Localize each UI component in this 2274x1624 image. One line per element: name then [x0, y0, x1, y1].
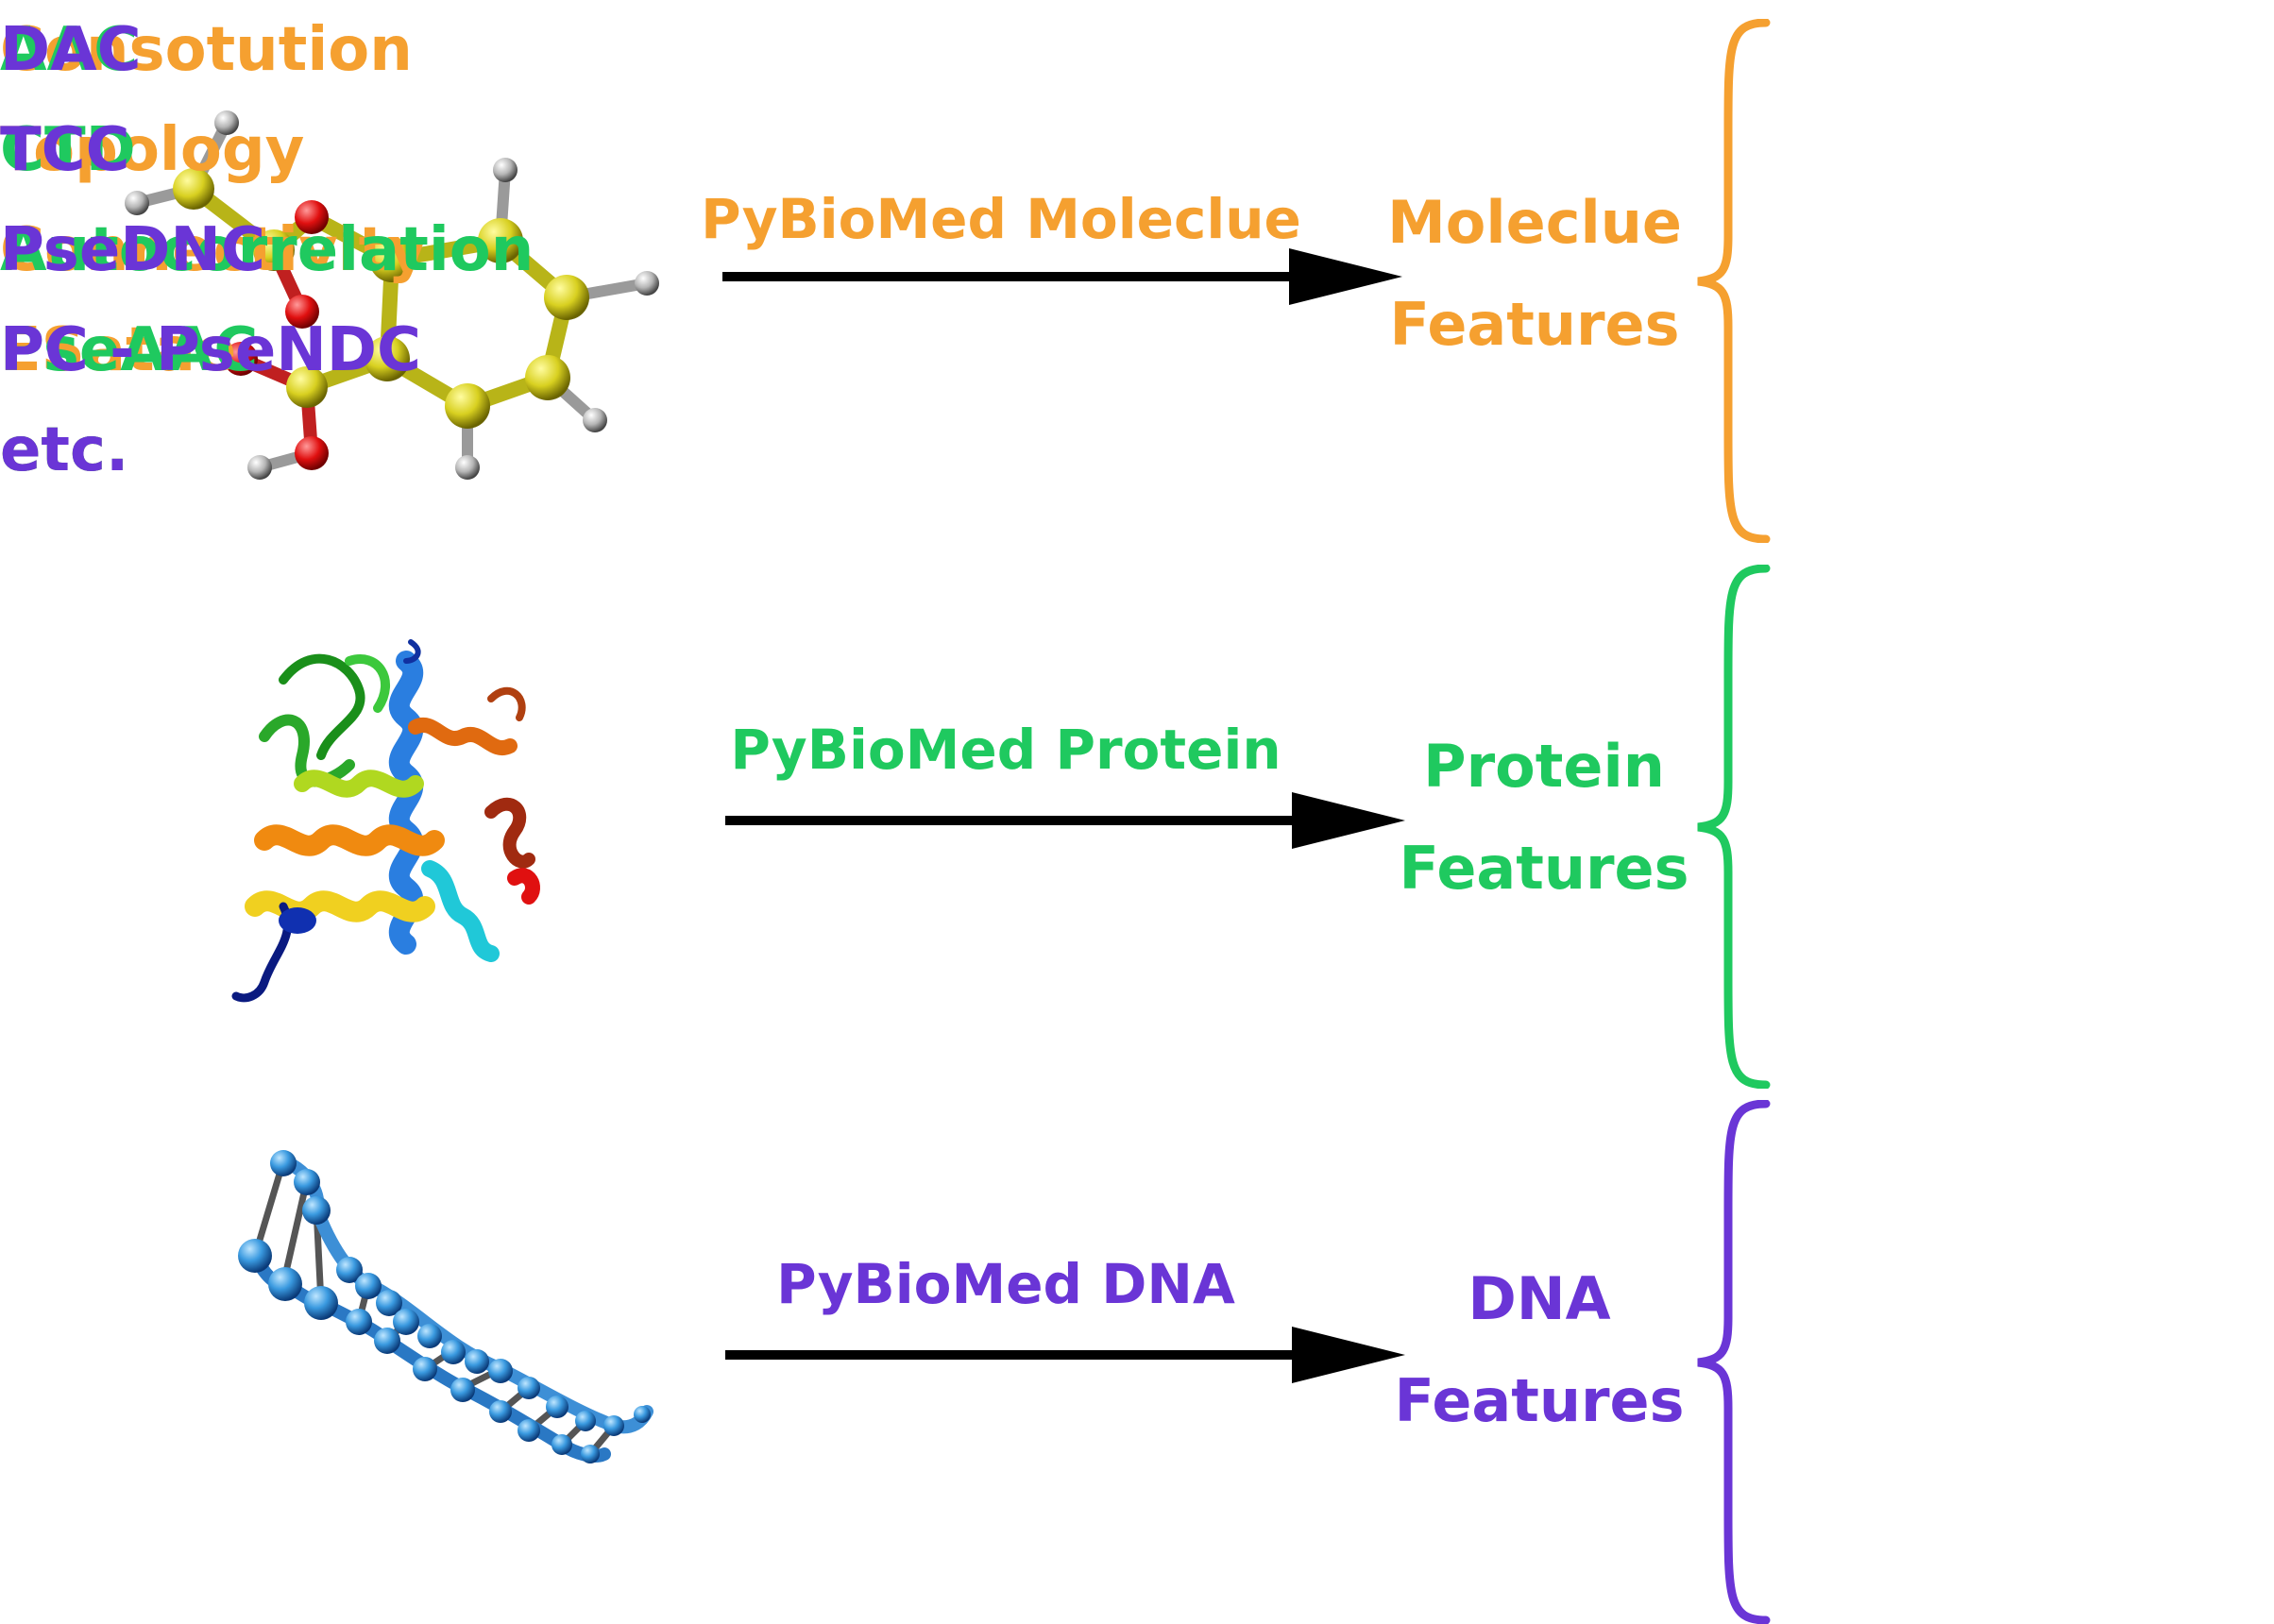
protein-feature-item: PseAAC — [0, 315, 259, 385]
dna-feature-list: DAC TCC PseDNC PC - PseNDC etc. — [0, 0, 421, 500]
molecule-3d-image — [125, 110, 659, 480]
dna-3d-image — [238, 1150, 653, 1463]
protein-feature-item: Autocorrelation — [0, 215, 535, 285]
dna-arrow-label: PyBioMed DNA — [776, 1252, 1235, 1316]
dna-feature-item: TCC — [0, 115, 130, 185]
dna-feature-item: PseDNC — [0, 215, 265, 285]
dna-features-title: DNA Features — [1394, 1248, 1684, 1452]
dna-row: PyBioMed DNA DNA Features — [0, 1086, 2274, 1624]
protein-arrow-label: PyBioMed Protein — [730, 718, 1281, 782]
protein-feature-item: AAC — [0, 15, 139, 85]
molecule-title-line2: Features — [1389, 290, 1680, 359]
protein-row: PyBioMed Protein Protein Features — [0, 548, 2274, 1089]
protein-title-line1: Protein — [1423, 732, 1665, 801]
molecule-feature-item: Topology — [0, 115, 305, 185]
molecule-feature-item: ESatae — [0, 315, 237, 385]
protein-features-title: Protein Features — [1399, 716, 1689, 920]
protein-feature-item: CTD — [0, 115, 136, 185]
protein-brace — [1697, 565, 1771, 1089]
molecule-arrow-label: PyBioMed Moleclue — [701, 187, 1301, 251]
molecule-row: PyBioMed Moleclue Moleclue Features — [0, 0, 2274, 548]
dna-feature-item: etc. — [0, 415, 129, 485]
molecule-title-line1: Moleclue — [1387, 188, 1682, 257]
molecule-feature-item: Consotution — [0, 15, 413, 85]
dna-arrow — [725, 1327, 1405, 1383]
dna-feature-item: DAC — [0, 15, 142, 85]
protein-title-line2: Features — [1399, 834, 1689, 903]
dna-title-line2: Features — [1394, 1366, 1685, 1435]
dna-feature-item: PC - PseNDC — [0, 315, 421, 385]
molecule-feature-list: Consotution Topology Connectivity ESatae… — [0, 0, 427, 500]
protein-feature-item: etc. — [0, 415, 129, 485]
dna-brace — [1697, 1100, 1771, 1624]
protein-3d-image — [231, 639, 540, 1003]
protein-feature-list: AAC CTD Autocorrelation PseAAC etc. — [0, 0, 534, 500]
protein-arrow — [725, 792, 1405, 849]
dna-title-line1: DNA — [1468, 1264, 1611, 1333]
molecule-feature-item: Connectivity — [0, 215, 427, 285]
molecule-feature-item: etc. — [0, 415, 129, 485]
molecule-arrow — [722, 248, 1402, 305]
molecule-features-title: Moleclue Features — [1387, 172, 1682, 376]
molecule-brace — [1697, 19, 1771, 543]
